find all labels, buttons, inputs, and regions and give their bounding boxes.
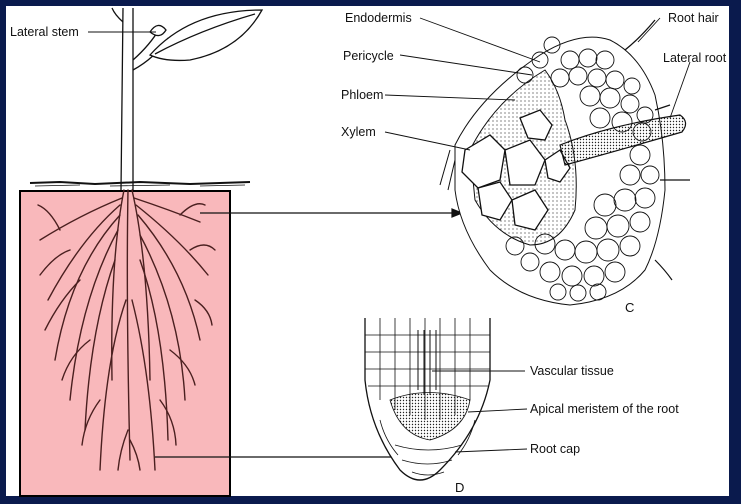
label-lateral-root: Lateral root bbox=[663, 51, 727, 65]
label-apical-meristem: Apical meristem of the root bbox=[530, 402, 679, 416]
ground-line bbox=[30, 182, 250, 184]
label-root-cap: Root cap bbox=[530, 442, 580, 456]
root-cross-section bbox=[440, 20, 690, 305]
label-phloem: Phloem bbox=[341, 88, 383, 102]
panel-label-c: C bbox=[625, 300, 634, 315]
label-xylem: Xylem bbox=[341, 125, 376, 139]
label-root-hair: Root hair bbox=[668, 11, 719, 25]
root-tip bbox=[365, 318, 490, 480]
label-endodermis: Endodermis bbox=[345, 11, 412, 25]
label-vascular-tissue: Vascular tissue bbox=[530, 364, 614, 378]
arrow-to-cross-section bbox=[200, 209, 462, 217]
panel-label-d: D bbox=[455, 480, 464, 495]
plant-shoot bbox=[112, 8, 262, 190]
label-pericycle: Pericycle bbox=[343, 49, 394, 63]
label-lateral-stem: Lateral stem bbox=[10, 25, 79, 39]
root-system-highlight bbox=[20, 191, 230, 496]
